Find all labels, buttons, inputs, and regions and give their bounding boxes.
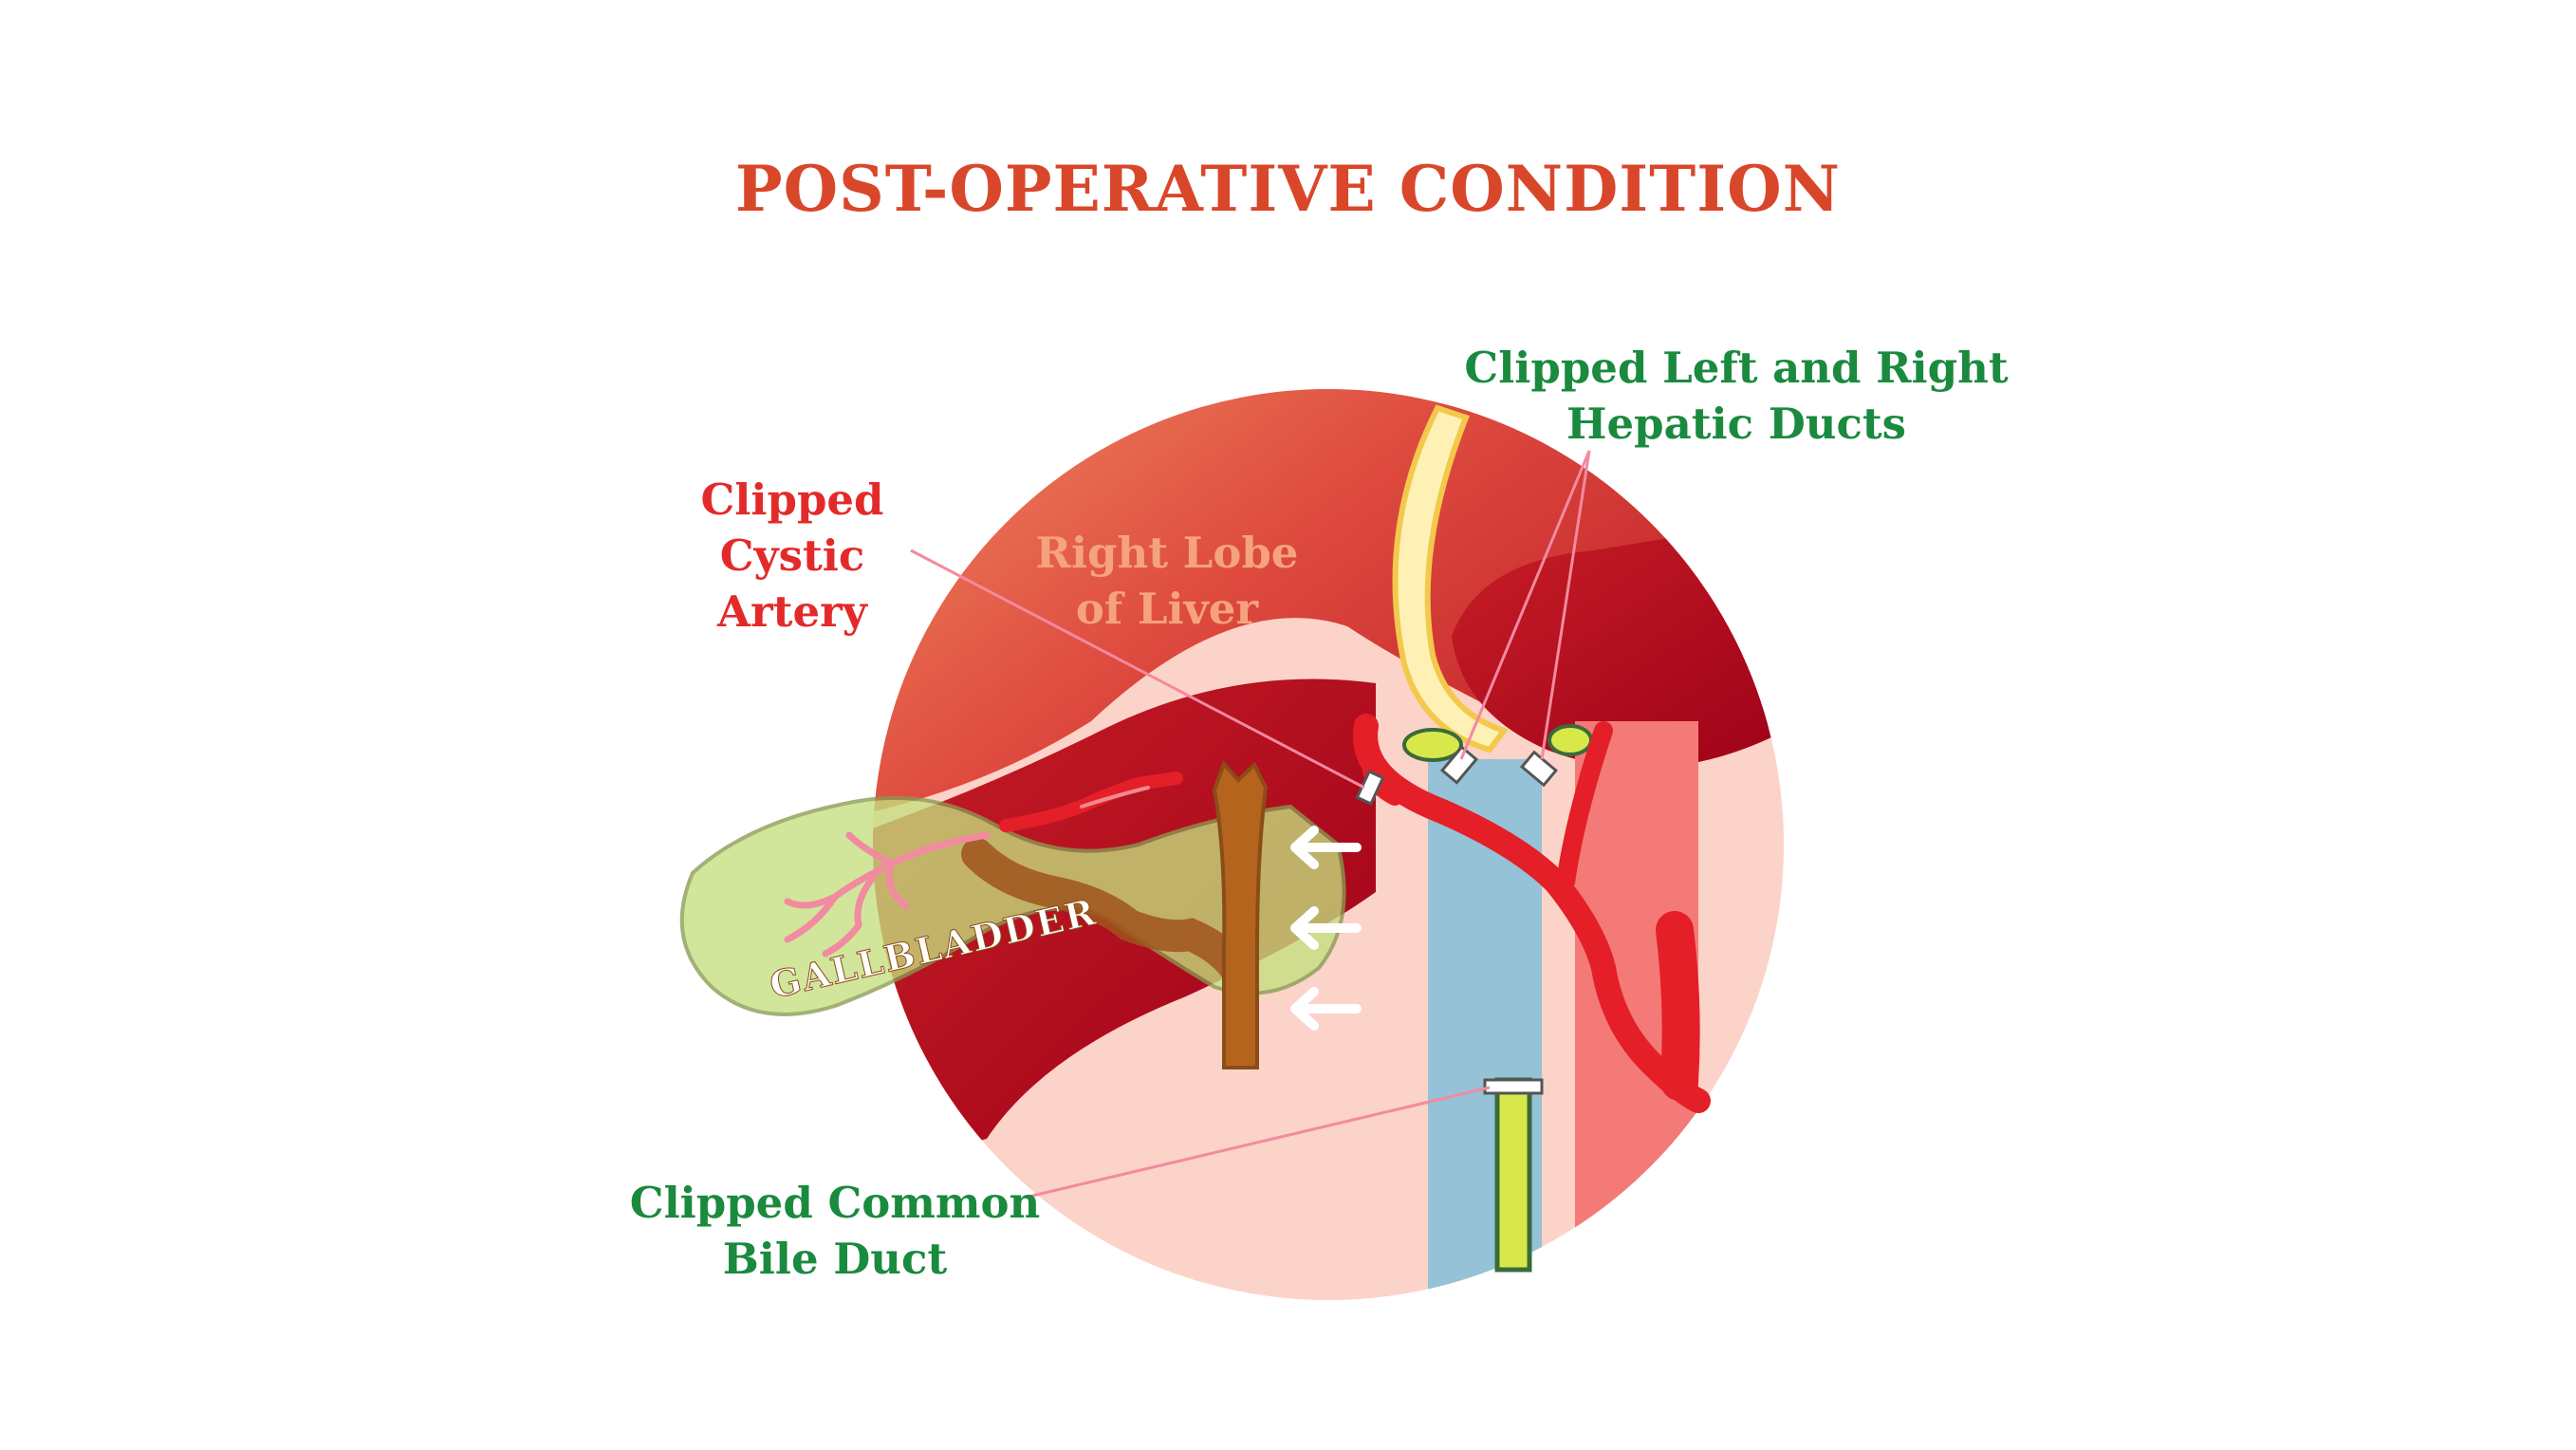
label-common-bile-duct: Clipped Common Bile Duct	[588, 1175, 1082, 1287]
hepatic-artery	[1353, 714, 1711, 1113]
page-title: POST-OPERATIVE CONDITION	[735, 152, 1841, 226]
left-hepatic-duct-stub	[1402, 728, 1463, 762]
arrow-icon	[1290, 826, 1362, 1031]
cystic-artery-remnant-light	[1080, 786, 1150, 809]
label-liver-line2: of Liver	[1075, 584, 1259, 634]
gallbladder-vessels	[784, 831, 991, 957]
label-cystic-line1: Clipped	[700, 474, 884, 525]
leader-lines	[910, 450, 1591, 1199]
right-hepatic-duct-stub	[1547, 724, 1593, 756]
right-hepatic-clip	[1519, 750, 1559, 788]
label-right-lobe: Right Lobe of Liver	[1006, 525, 1328, 637]
label-hepatic-line2: Hepatic Ducts	[1566, 399, 1906, 449]
duct-stump	[1212, 760, 1269, 1069]
label-cbd-line1: Clipped Common	[629, 1178, 1041, 1228]
label-hepatic-ducts: Clipped Left and Right Hepatic Ducts	[1423, 340, 2049, 452]
left-hepatic-clip	[1439, 745, 1479, 785]
cystic-duct	[961, 838, 1254, 989]
label-hepatic-line1: Clipped Left and Right	[1464, 343, 2009, 393]
artery-branch-right	[1656, 911, 1700, 1101]
label-liver-line1: Right Lobe	[1035, 528, 1299, 578]
label-cbd-line2: Bile Duct	[722, 1234, 948, 1284]
cystic-artery-clip	[1355, 770, 1385, 806]
artery-branch	[1556, 721, 1613, 892]
hepatic-duct	[1392, 404, 1509, 753]
common-bile-duct	[1494, 1077, 1532, 1273]
label-cystic-line2: Cystic	[719, 530, 865, 581]
label-cystic-line3: Artery	[717, 586, 867, 637]
label-cystic-artery: Clipped Cystic Artery	[664, 472, 920, 640]
common-bile-duct-clip	[1483, 1078, 1544, 1095]
